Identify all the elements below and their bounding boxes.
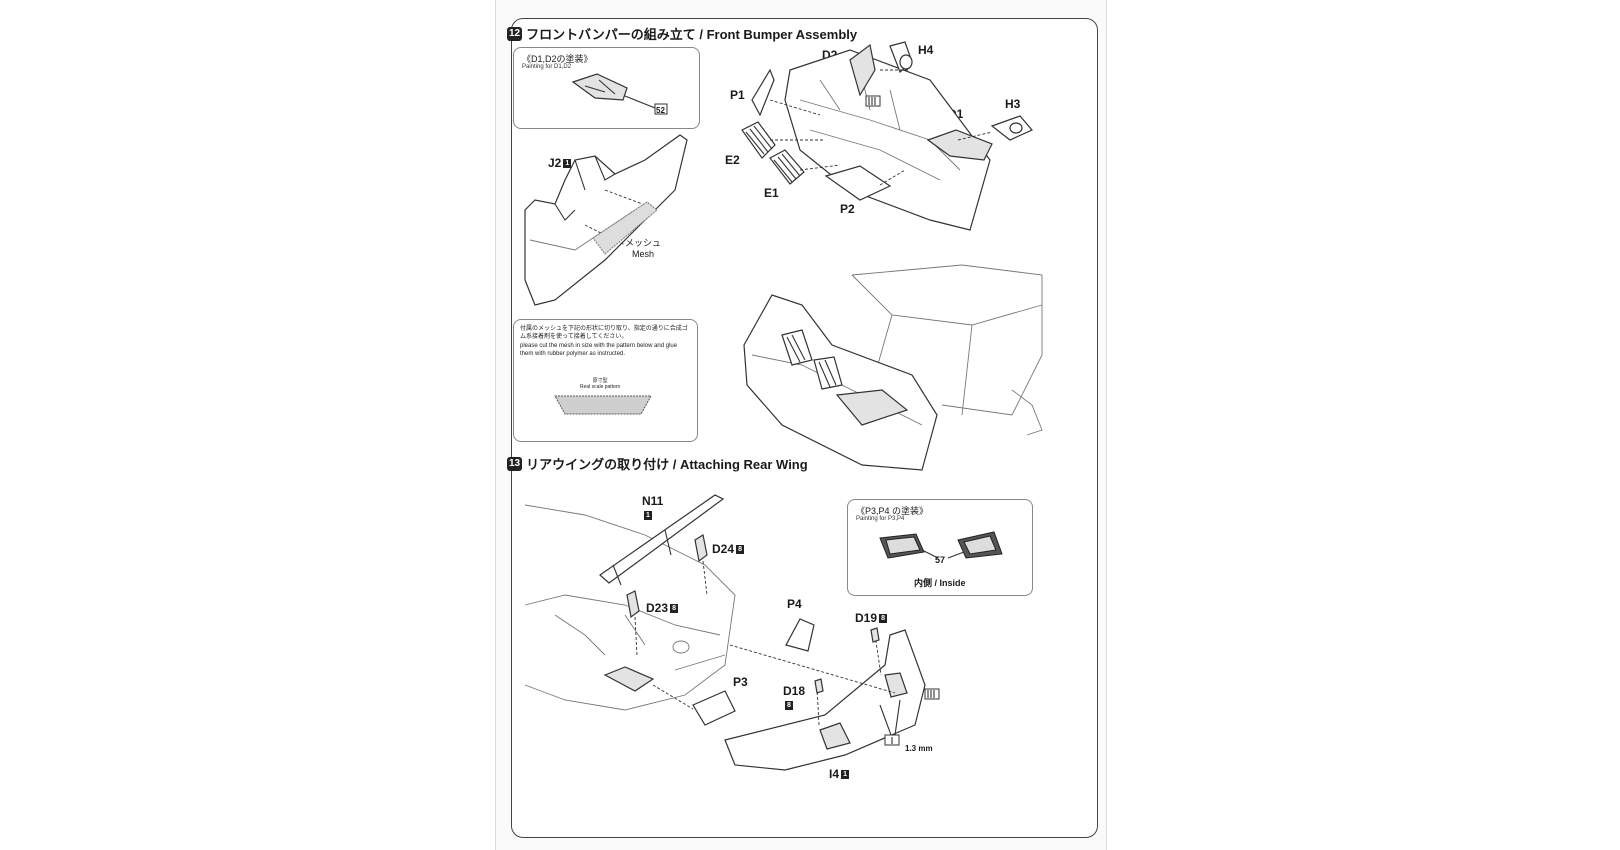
label-d18: D18 8 <box>783 684 805 712</box>
p3-p4-paint-illustration <box>879 531 1003 559</box>
step-13-title: 13 リアウイングの取り付け / Attaching Rear Wing <box>507 454 808 473</box>
pattern-caption-jp: 原寸型 <box>592 378 608 384</box>
mesh-label-jp: メッシュ <box>625 238 662 248</box>
drill-size-label: 1.3 mm <box>905 744 933 753</box>
mesh-label: メッシュ Mesh <box>625 238 661 260</box>
paint-box-p3-p4-title: 《P3,P4 の塗装》 <box>856 506 929 516</box>
front-bumper-exploded-illustration <box>741 41 1033 231</box>
step-12-title: 12 フロントバンパーの組み立て / Front Bumper Assembly <box>507 24 857 43</box>
paint-box-p3-p4: 《P3,P4 の塗装》 Painting for P3,P4 <box>847 499 1033 596</box>
tag-d23: 8 <box>670 604 679 614</box>
tag-d19: 8 <box>879 614 888 624</box>
d1-paint-illustration <box>571 73 668 115</box>
tag-j2: 1 <box>563 159 572 169</box>
label-p4: P4 <box>787 597 802 611</box>
step-12-number: 12 <box>507 26 523 41</box>
label-n11: N11 1 <box>642 494 663 522</box>
paint-box-d1-d2-subtitle: Painting for D1,D2 <box>522 64 572 70</box>
label-j2-text: J2 <box>548 156 562 170</box>
label-d18-text: D18 <box>783 684 806 698</box>
label-d19-text: D19 <box>855 611 878 625</box>
label-e2: E2 <box>725 153 740 167</box>
label-p2: P2 <box>840 202 855 216</box>
rear-car-illustration <box>524 494 736 726</box>
label-d23-text: D23 <box>646 601 669 615</box>
mesh-label-en: Mesh <box>632 249 655 259</box>
label-p3: P3 <box>733 675 748 689</box>
assembled-front-car-illustration <box>743 264 1043 471</box>
rear-bumper-i4-illustration <box>724 627 940 771</box>
paint-code-52: 52 <box>656 106 665 115</box>
p4-part-illustration <box>785 618 815 652</box>
label-i4-text: I4 <box>829 767 840 781</box>
tag-d24: 8 <box>736 545 745 555</box>
tag-i4: 1 <box>841 770 850 780</box>
pattern-caption-en: Real scale pattern <box>580 384 621 390</box>
step-12-title-text: フロントバンパーの組み立て / Front Bumper Assembly <box>526 27 858 42</box>
mesh-note-en: please cut the mesh in size with the pat… <box>520 343 678 357</box>
step-13-number: 13 <box>507 456 523 471</box>
label-e1: E1 <box>764 186 779 200</box>
mesh-pattern-shape <box>554 395 652 415</box>
tag-d18: 8 <box>785 701 793 711</box>
paint-code-57: 57 <box>935 555 946 565</box>
paint-box-d1-d2-title: 《D1,D2の塗装》 <box>522 54 593 64</box>
label-p1: P1 <box>730 88 745 102</box>
inside-label: 内側 / Inside <box>914 578 966 588</box>
label-h3: H3 <box>1005 97 1021 111</box>
mesh-note-jp: 付属のメッシュを下記の形状に切り取り、指定の通りに合成ゴム系接着剤を使って接着し… <box>520 326 688 340</box>
j2-part-illustration <box>524 134 688 306</box>
mesh-note-box <box>513 319 698 442</box>
label-d24-text: D24 <box>712 542 735 556</box>
step-13-title-text: リアウイングの取り付け / Attaching Rear Wing <box>526 457 808 472</box>
paint-box-p3-p4-subtitle: Painting for P3,P4 <box>856 516 905 522</box>
pattern-caption: 原寸型 Real scale pattern <box>580 378 620 390</box>
tag-n11: 1 <box>644 511 652 521</box>
label-h4: H4 <box>918 43 934 57</box>
label-n11-text: N11 <box>642 494 664 508</box>
